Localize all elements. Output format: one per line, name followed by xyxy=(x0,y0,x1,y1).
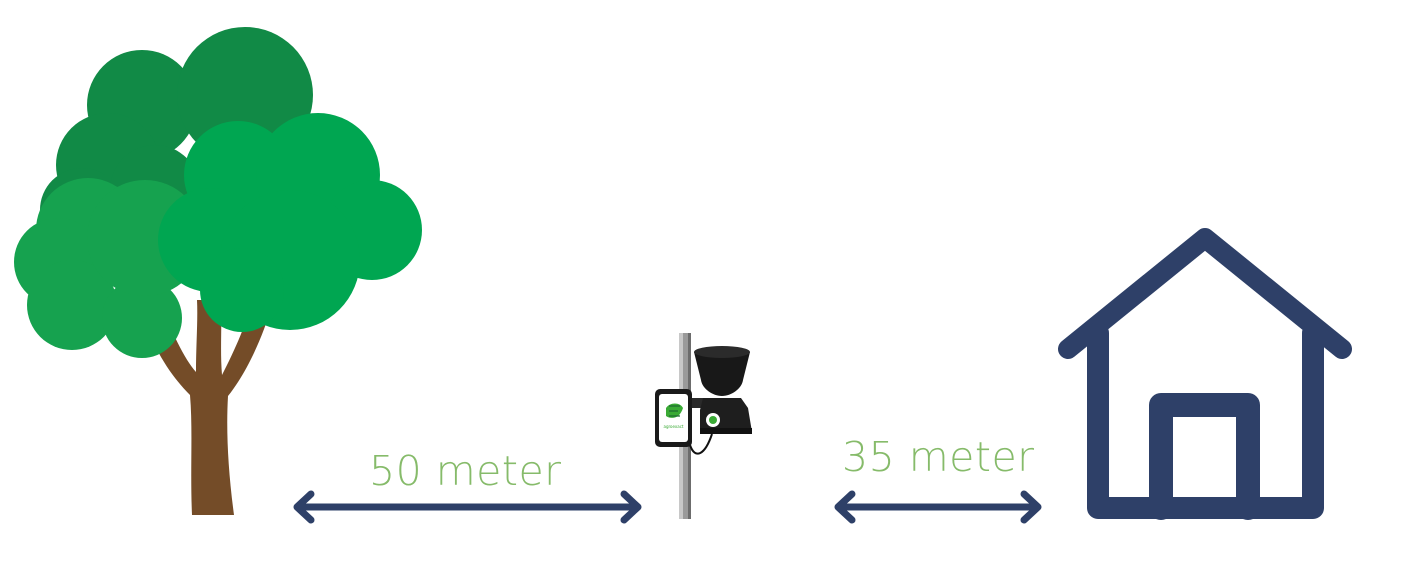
weather-station-icon: agroexact xyxy=(655,333,752,519)
distance-label-station-to-house: 35 meter xyxy=(842,433,1035,481)
distance-label-tree-to-station: 50 meter xyxy=(369,447,562,495)
distance-arrow-right xyxy=(834,490,1042,524)
tree-trunk xyxy=(138,295,272,515)
house-icon xyxy=(1058,228,1352,520)
distance-arrow-left xyxy=(293,490,642,524)
tree-crown-front xyxy=(158,113,422,332)
station-logo-text: agroexact xyxy=(664,424,684,429)
tree-icon xyxy=(14,27,422,515)
